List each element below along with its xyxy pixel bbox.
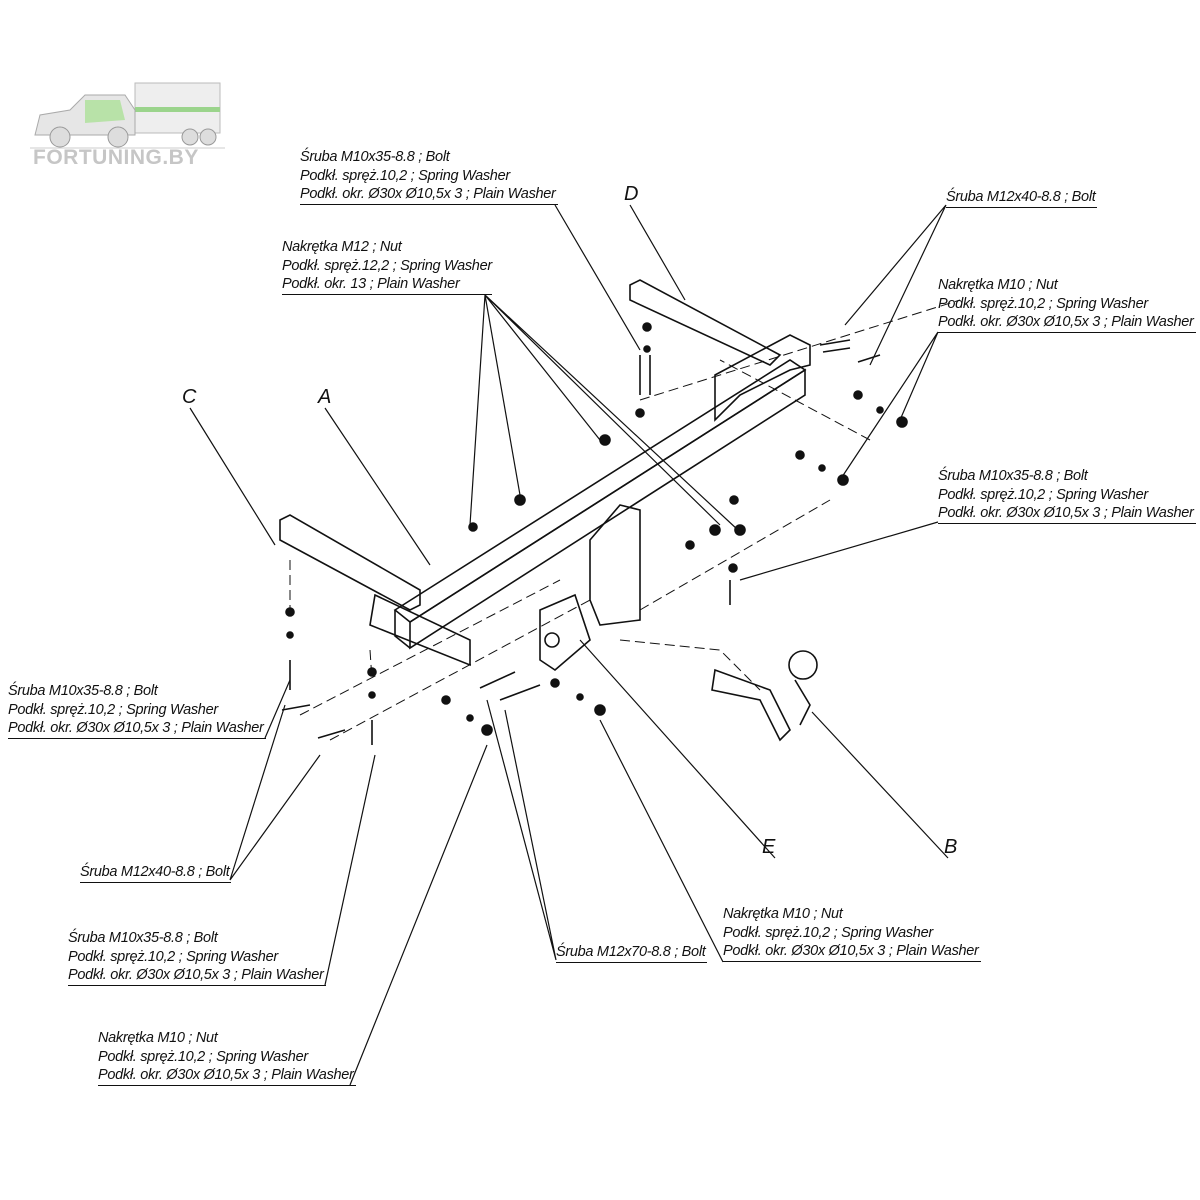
bracket-d xyxy=(629,279,811,422)
part-label-c: C xyxy=(182,386,197,408)
part-label-d: D xyxy=(624,183,639,205)
callout-line: Podkł. okr. Ø30x Ø10,5x 3 ; Plain Washer xyxy=(723,942,981,962)
callout-line: Podkł. okr. Ø30x Ø10,5x 3 ; Plain Washer xyxy=(8,719,266,739)
callout-line: Podkł. spręż.10,2 ; Spring Washer xyxy=(98,1048,308,1065)
callout-line: Podkł. spręż.10,2 ; Spring Washer xyxy=(300,167,510,184)
callout-line: Podkł. spręż.12,2 ; Spring Washer xyxy=(282,257,492,274)
callout-line: Podkł. spręż.10,2 ; Spring Washer xyxy=(723,924,933,941)
truck-trailer-logo-icon xyxy=(30,82,225,149)
callout-line: Śruba M12x40-8.8 ; Bolt xyxy=(80,863,232,883)
callout-line: Podkł. spręż.10,2 ; Spring Washer xyxy=(68,948,278,965)
callout-line: Nakrętka M10 ; Nut xyxy=(723,906,843,922)
callout-line: Śruba M10x35-8.8 ; Bolt xyxy=(68,930,218,946)
callout-left-nut: Nakrętka M10 ; Nut Podkł. spręż.10,2 ; S… xyxy=(98,1029,356,1086)
bolts xyxy=(281,339,881,745)
callout-line: Podkł. spręż.10,2 ; Spring Washer xyxy=(938,486,1148,503)
callout-center-nut: Nakrętka M10 ; Nut Podkł. spręż.10,2 ; S… xyxy=(723,905,981,962)
callout-line: Śruba M12x40-8.8 ; Bolt xyxy=(946,188,1098,208)
callout-line: Śruba M12x70-8.8 ; Bolt xyxy=(556,943,708,963)
callout-line: Nakrętka M12 ; Nut xyxy=(282,239,402,255)
callout-line: Śruba M10x35-8.8 ; Bolt xyxy=(8,683,158,699)
callout-line: Podkł. okr. 13 ; Plain Washer xyxy=(282,275,492,295)
tow-ball-b xyxy=(711,650,818,742)
part-label-e: E xyxy=(762,836,776,858)
callout-right-nut: Nakrętka M10 ; Nut Podkł. spręż.10,2 ; S… xyxy=(938,276,1196,333)
leader-lines xyxy=(189,204,949,1086)
fasteners xyxy=(285,322,908,736)
callout-right-bolt-m10: Śruba M10x35-8.8 ; Bolt Podkł. spręż.10,… xyxy=(938,467,1196,524)
callout-line: Śruba M10x35-8.8 ; Bolt xyxy=(938,468,1088,484)
callout-top-nut: Nakrętka M12 ; Nut Podkł. spręż.12,2 ; S… xyxy=(282,238,492,295)
callout-line: Nakrętka M10 ; Nut xyxy=(98,1030,218,1046)
callout-line: Podkł. okr. Ø30x Ø10,5x 3 ; Plain Washer xyxy=(938,313,1196,333)
callout-left-bolt-m10-b: Śruba M10x35-8.8 ; Bolt Podkł. spręż.10,… xyxy=(68,929,326,986)
part-label-a: A xyxy=(318,386,332,408)
logo-brand-text: FORTUNING.BY xyxy=(33,146,199,169)
callout-line: Śruba M10x35-8.8 ; Bolt xyxy=(300,149,450,165)
centerlines xyxy=(289,299,961,741)
callout-top-bolt: Śruba M10x35-8.8 ; Bolt Podkł. spręż.10,… xyxy=(300,148,558,205)
callout-line: Podkł. okr. Ø30x Ø10,5x 3 ; Plain Washer xyxy=(68,966,326,986)
bracket-c xyxy=(279,514,471,667)
callout-line: Podkł. spręż.10,2 ; Spring Washer xyxy=(938,295,1148,312)
callout-left-bolt-m10: Śruba M10x35-8.8 ; Bolt Podkł. spręż.10,… xyxy=(8,682,266,739)
callout-line: Podkł. okr. Ø30x Ø10,5x 3 ; Plain Washer xyxy=(300,185,558,205)
callout-left-bolt-m12: Śruba M12x40-8.8 ; Bolt xyxy=(80,863,232,883)
callout-line: Nakrętka M10 ; Nut xyxy=(938,277,1058,293)
callout-line: Podkł. spręż.10,2 ; Spring Washer xyxy=(8,701,218,718)
callout-line: Podkł. okr. Ø30x Ø10,5x 3 ; Plain Washer xyxy=(98,1066,356,1086)
center-plate xyxy=(539,504,641,672)
callout-center-bolt-m12x70: Śruba M12x70-8.8 ; Bolt xyxy=(556,943,708,963)
main-crossbeam xyxy=(393,359,807,650)
callout-line: Podkł. okr. Ø30x Ø10,5x 3 ; Plain Washer xyxy=(938,504,1196,524)
part-label-b: B xyxy=(944,836,958,858)
callout-right-bolt-m12: Śruba M12x40-8.8 ; Bolt xyxy=(946,188,1098,208)
